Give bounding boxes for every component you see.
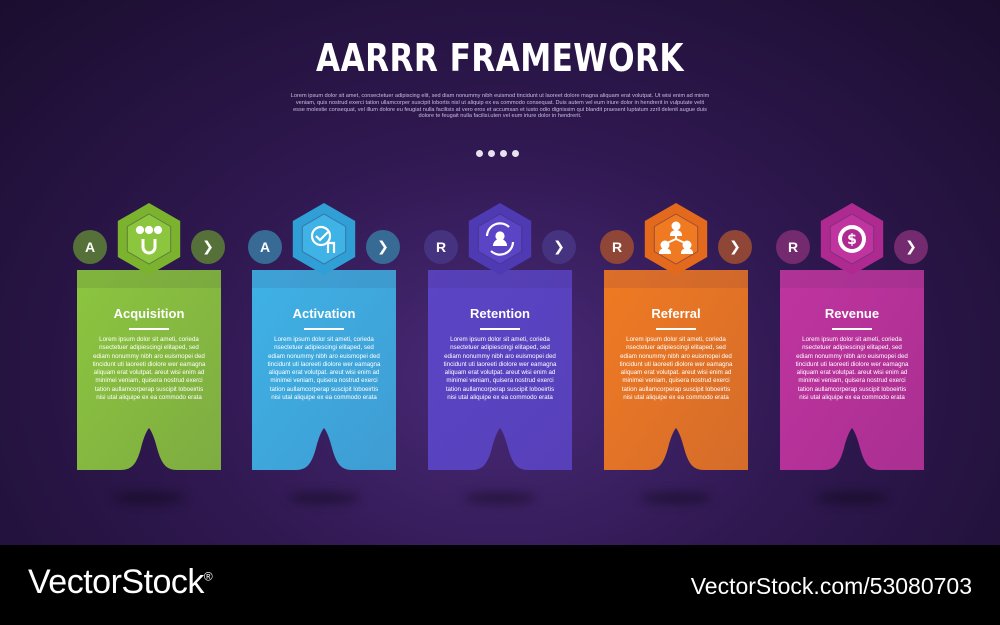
card-title: Retention <box>470 306 530 321</box>
card-panel: Retention Lorem ipsum dolor sit ameti, c… <box>428 270 572 470</box>
card-title: Activation <box>292 306 356 321</box>
card-divider <box>129 328 169 330</box>
chevron-right-icon: ❯ <box>191 230 225 264</box>
card-shadow <box>464 492 536 504</box>
magnet-people-icon <box>135 225 163 255</box>
card-letter-badge: A <box>248 230 282 264</box>
stock-id: VectorStock.com/53080703 <box>690 573 972 599</box>
page-title: AARRR FRAMEWORK <box>316 36 684 80</box>
brand-logo: VectorStock® <box>28 563 213 602</box>
card-retention: Retention Lorem ipsum dolor sit ameti, c… <box>424 202 576 512</box>
card-letter-badge: R <box>424 230 458 264</box>
card-panel: Activation Lorem ipsum dolor sit ameti, … <box>252 270 396 470</box>
card-title: Referral <box>651 306 701 321</box>
card-body: Lorem ipsum dolor sit ameti, corieda nse… <box>795 336 909 402</box>
dot <box>476 150 483 157</box>
card-letter-badge: R <box>776 230 810 264</box>
card-shadow <box>816 492 888 504</box>
card-body: Lorem ipsum dolor sit ameti, corieda nse… <box>443 336 557 402</box>
card-letter-badge: A <box>73 230 107 264</box>
dot <box>500 150 507 157</box>
card-shadow <box>640 492 712 504</box>
brand-mark: ® <box>203 569 213 584</box>
user-cycle-icon <box>485 222 515 256</box>
chevron-right-icon: ❯ <box>718 230 752 264</box>
card-panel: Revenue Lorem ipsum dolor sit ameti, cor… <box>780 270 924 470</box>
card-title: Revenue <box>824 306 880 321</box>
card-panel: Referral Lorem ipsum dolor sit ameti, co… <box>604 270 748 470</box>
chevron-right-icon: ❯ <box>366 230 400 264</box>
card-panel: Acquisition Lorem ipsum dolor sit ameti,… <box>77 270 221 470</box>
card-acquisition: Acquisition Lorem ipsum dolor sit ameti,… <box>73 202 225 512</box>
card-body: Lorem ipsum dolor sit ameti, corieda nse… <box>267 336 381 402</box>
card-body: Lorem ipsum dolor sit ameti, corieda nse… <box>619 336 733 402</box>
dollar-coin-icon: $ <box>838 225 866 253</box>
card-body: Lorem ipsum dolor sit ameti, corieda nse… <box>92 336 206 402</box>
network-people-icon <box>658 221 694 254</box>
card-divider <box>480 328 520 330</box>
pagination-dots <box>476 142 526 157</box>
chevron-right-icon: ❯ <box>542 230 576 264</box>
card-title: Acquisition <box>113 306 185 321</box>
svg-text:$: $ <box>847 232 857 248</box>
card-hexagon: $ <box>820 203 884 275</box>
card-divider <box>656 328 696 330</box>
brand-name: VectorStock <box>28 563 204 601</box>
card-revenue: Revenue Lorem ipsum dolor sit ameti, cor… <box>776 202 928 512</box>
check-hand-icon <box>310 225 336 253</box>
card-referral: Referral Lorem ipsum dolor sit ameti, co… <box>600 202 752 512</box>
card-divider <box>832 328 872 330</box>
card-hexagon <box>117 203 181 275</box>
page-description: Lorem ipsum dolor sit amet, consectetuer… <box>290 93 710 120</box>
card-activation: Activation Lorem ipsum dolor sit ameti, … <box>248 202 400 512</box>
card-hexagon <box>468 203 532 275</box>
dot <box>512 150 519 157</box>
card-hexagon <box>292 203 356 275</box>
chevron-right-icon: ❯ <box>894 230 928 264</box>
card-letter-badge: R <box>600 230 634 264</box>
card-hexagon <box>644 203 708 275</box>
footer-bar: VectorStock® VectorStock.com/53080703 <box>0 545 1000 625</box>
card-shadow <box>288 492 360 504</box>
card-shadow <box>113 492 185 504</box>
card-divider <box>304 328 344 330</box>
dot <box>488 150 495 157</box>
